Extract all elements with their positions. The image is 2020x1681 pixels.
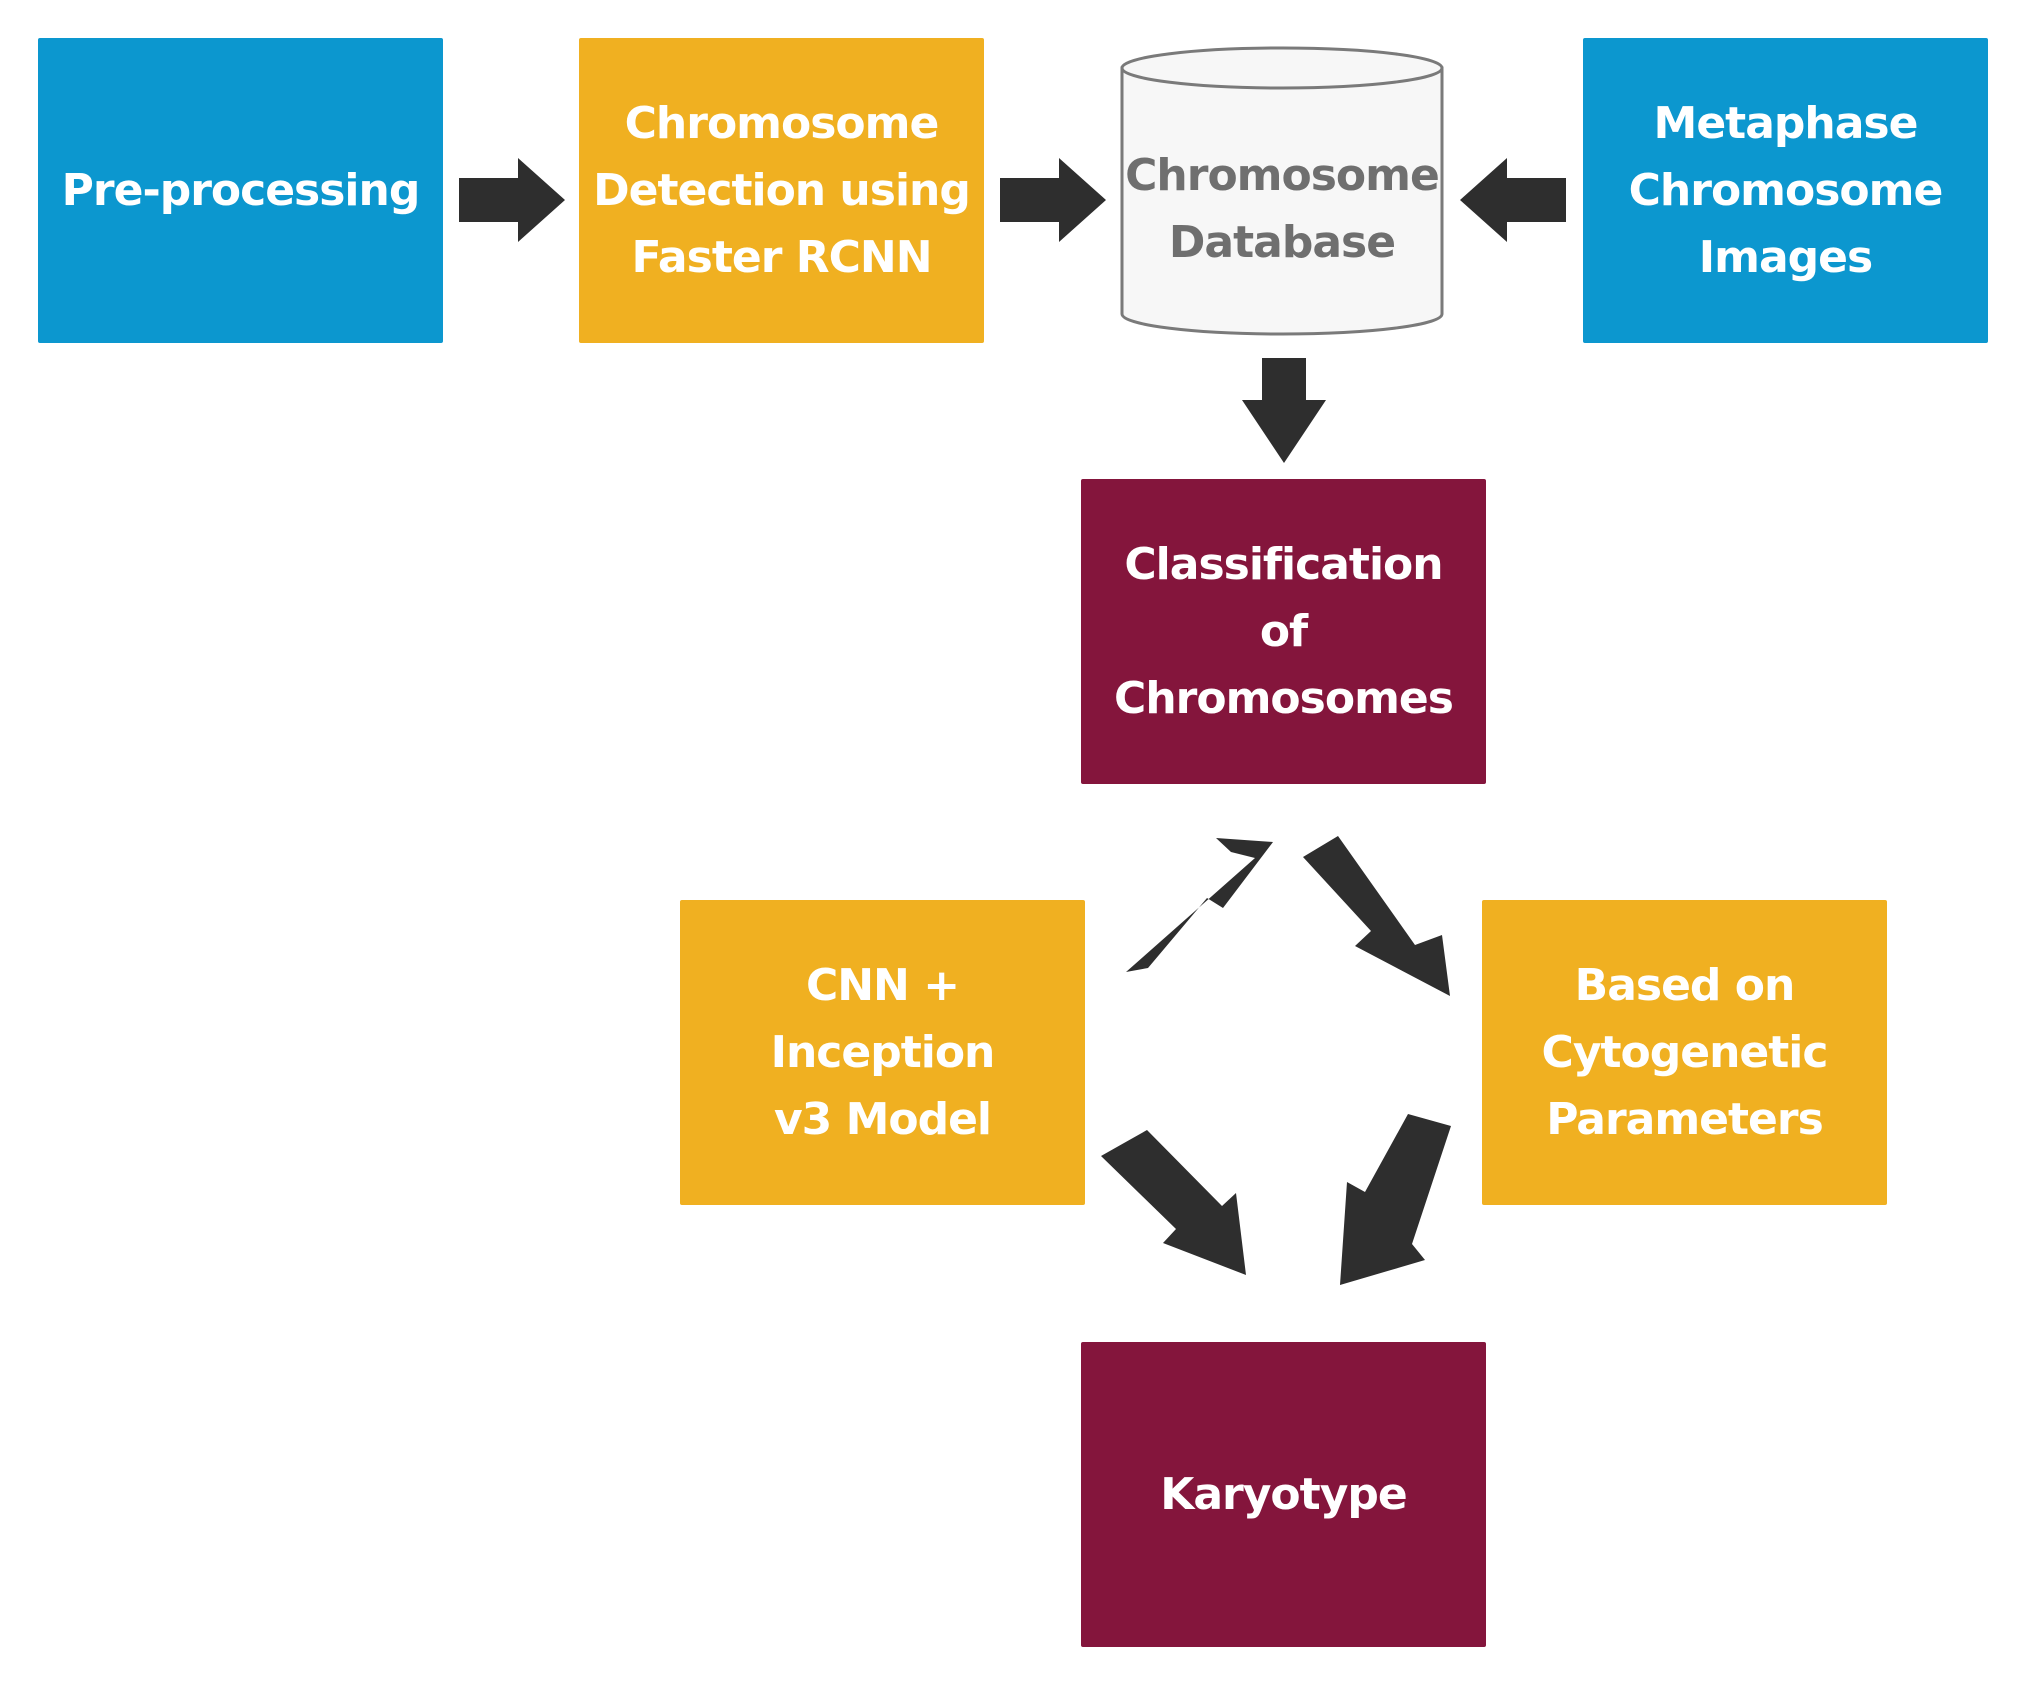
arrow-classification-to-cytogenetic — [1303, 836, 1450, 996]
detection-label: Chromosome Detection using Faster RCNN — [593, 98, 971, 283]
preprocessing-label: Pre-processing — [61, 165, 421, 216]
arrow-cnn-model-to-karyotype — [1101, 1130, 1246, 1275]
arrow-metaphase-to-database — [1460, 158, 1566, 242]
database-cylinder-shape — [1120, 46, 1444, 336]
cytogenetic-node: Based on Cytogenetic Parameters — [1482, 900, 1887, 1205]
arrow-cytogenetic-to-karyotype — [1340, 1114, 1451, 1285]
database-node: Chromosome Database — [1118, 44, 1446, 344]
arrow-preprocessing-to-detection — [459, 158, 565, 242]
metaphase-label: Metaphase Chromosome Images — [1628, 98, 1944, 283]
cnn-model-node: CNN + Inception v3 Model — [680, 900, 1085, 1205]
cytogenetic-label: Based on Cytogenetic Parameters — [1541, 960, 1829, 1145]
arrow-database-to-classification — [1242, 358, 1326, 463]
classification-label: Classification of Chromosomes — [1114, 539, 1454, 724]
karyotype-label: Karyotype — [1160, 1469, 1407, 1520]
arrow-detection-to-database — [1000, 158, 1106, 242]
database-label: Chromosome Database — [1125, 150, 1440, 268]
metaphase-node: Metaphase Chromosome Images — [1583, 38, 1988, 343]
preprocessing-node: Pre-processing — [38, 38, 443, 343]
arrow-classification-to-cnn-model — [1126, 838, 1273, 972]
classification-node: Classification of Chromosomes — [1081, 479, 1486, 784]
karyotype-node: Karyotype — [1081, 1342, 1486, 1647]
cnn-model-label: CNN + Inception v3 Model — [770, 960, 996, 1145]
detection-node: Chromosome Detection using Faster RCNN — [579, 38, 984, 343]
